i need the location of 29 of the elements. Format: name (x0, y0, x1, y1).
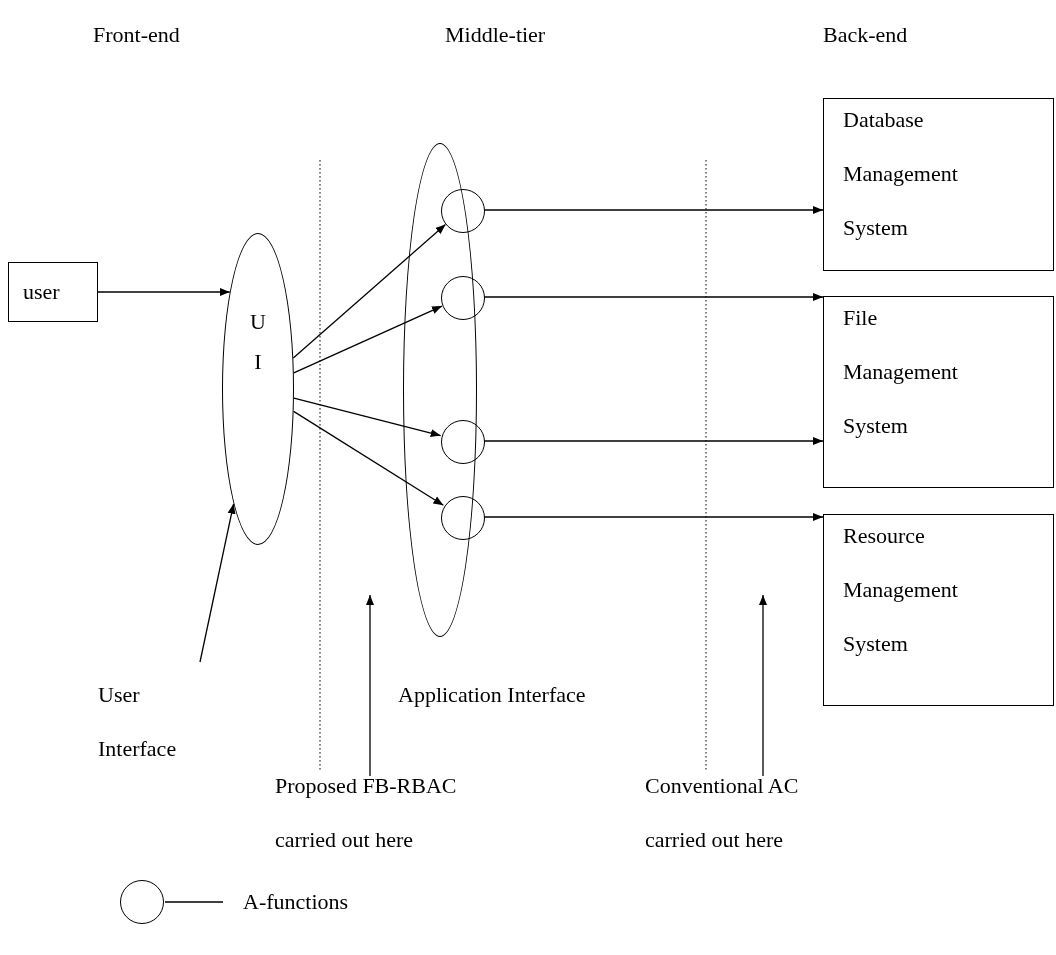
node-label: Resource Management System (843, 522, 959, 658)
system-box (823, 98, 1054, 271)
node-label: U I (249, 308, 267, 376)
arrow (759, 594, 767, 777)
column-heading: Middle-tier (445, 21, 547, 49)
system-box (823, 296, 1054, 488)
arrow (97, 288, 231, 296)
system-box (8, 262, 98, 322)
leader-arrow (199, 503, 236, 663)
arrow (293, 305, 443, 374)
node-label: user (23, 278, 61, 306)
arrow (366, 594, 374, 777)
system-box (823, 514, 1054, 706)
arrow (483, 293, 824, 301)
annotation-text: User Interface (98, 668, 213, 776)
node-label: Database Management System (843, 106, 959, 242)
arrow (292, 223, 447, 359)
annotation-text: Conventional AC carried out here (645, 759, 830, 867)
arrow (483, 437, 824, 445)
column-heading: Back-end (823, 21, 909, 49)
arrow (293, 410, 444, 506)
node-label: Application Interface (398, 681, 587, 709)
arrow (483, 206, 824, 214)
arrow (293, 397, 442, 437)
arrow (483, 513, 824, 521)
annotation-text: Proposed FB-RBAC carried out here (275, 759, 475, 867)
node-label: File Management System (843, 304, 959, 440)
legend-text: A-functions (243, 888, 350, 916)
column-heading: Front-end (93, 21, 181, 49)
